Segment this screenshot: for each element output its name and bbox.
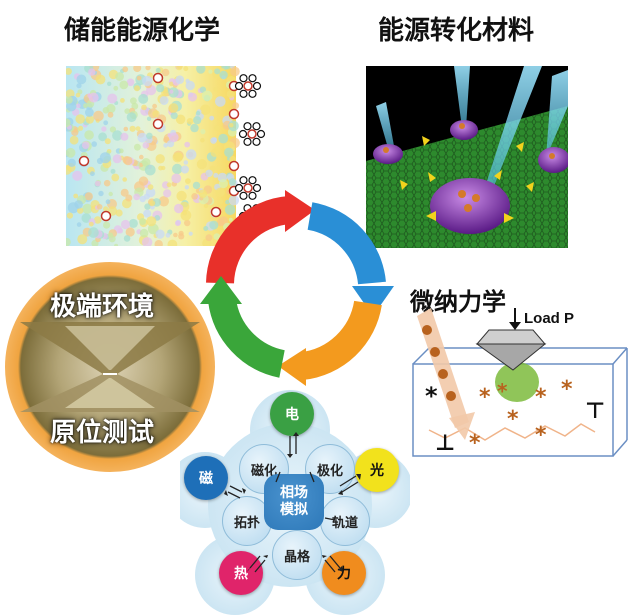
outer-node-electric: 电 xyxy=(270,392,314,436)
red-arrowhead xyxy=(285,190,315,232)
indentation-diagram: * * * * * * * * ⊤ ⊥ xyxy=(412,308,628,457)
defect-marks: * * * * * * * * ⊤ ⊥ xyxy=(425,377,605,456)
red-cycle-arrow xyxy=(206,196,292,284)
title-energy-storage: 储能能源化学 xyxy=(64,16,221,46)
svg-text:*: * xyxy=(497,379,508,403)
svg-text:*: * xyxy=(507,407,519,432)
svg-text:*: * xyxy=(535,423,547,448)
inner-node-lattice: 晶格 xyxy=(272,530,322,580)
phase-field-center: 相场 模拟 xyxy=(264,474,324,530)
cation-symbol xyxy=(228,108,240,120)
cycle-arrows xyxy=(200,190,394,386)
green-cycle-arrow xyxy=(208,297,286,378)
svg-text:*: * xyxy=(469,431,481,456)
cation-symbol xyxy=(78,155,90,167)
orange-cycle-arrow xyxy=(299,300,382,380)
svg-text:*: * xyxy=(479,385,491,410)
light-beam xyxy=(454,66,470,128)
center-label-line2: 模拟 xyxy=(280,502,308,518)
particle-cluster xyxy=(66,66,240,246)
solvated-ion xyxy=(243,81,253,91)
svg-text:⊤: ⊤ xyxy=(585,399,605,424)
title-energy-conversion: 能源转化材料 xyxy=(378,16,535,46)
energy-conversion-image xyxy=(366,66,568,248)
solvated-ion xyxy=(243,183,253,193)
svg-text:*: * xyxy=(535,385,547,410)
purple-dome xyxy=(538,147,568,173)
title-extreme-environment: 极端环境 xyxy=(50,292,155,322)
cation-symbol xyxy=(152,118,164,130)
cation-symbol xyxy=(210,206,222,218)
load-p-label: Load P xyxy=(524,310,575,327)
light-beam xyxy=(376,102,394,148)
outer-node-light: 光 xyxy=(355,448,399,492)
load-arrow xyxy=(509,322,521,330)
outer-node-heat: 热 xyxy=(219,551,263,595)
cation-symbol xyxy=(228,160,240,172)
blue-cycle-arrow xyxy=(307,202,386,285)
svg-text:*: * xyxy=(425,382,438,410)
cation-symbol xyxy=(100,210,112,222)
dislocation-arrow xyxy=(417,308,469,428)
crack-line xyxy=(428,423,596,441)
blue-arrowhead xyxy=(352,286,394,316)
cation-symbol xyxy=(152,72,164,84)
indenter-body xyxy=(475,329,547,345)
plastic-zone xyxy=(495,362,539,402)
solvated-ion xyxy=(247,129,257,139)
svg-text:⊥: ⊥ xyxy=(435,431,455,456)
outer-node-magnetic: 磁 xyxy=(184,456,228,500)
inner-node-orbital: 轨道 xyxy=(320,496,370,546)
green-arrowhead xyxy=(200,276,242,304)
purple-dome xyxy=(373,144,403,164)
extreme-environment-image xyxy=(5,262,215,472)
title-in-situ-testing: 原位测试 xyxy=(50,418,155,448)
outer-node-force: 力 xyxy=(322,551,366,595)
center-label-line1: 相场 xyxy=(280,485,308,501)
electron-arrows xyxy=(400,136,534,223)
orange-arrowhead xyxy=(278,348,306,386)
svg-text:*: * xyxy=(561,377,573,402)
light-beam xyxy=(486,66,542,186)
energy-storage-image xyxy=(66,66,276,246)
light-beam xyxy=(546,70,568,158)
purple-dome xyxy=(450,120,478,140)
